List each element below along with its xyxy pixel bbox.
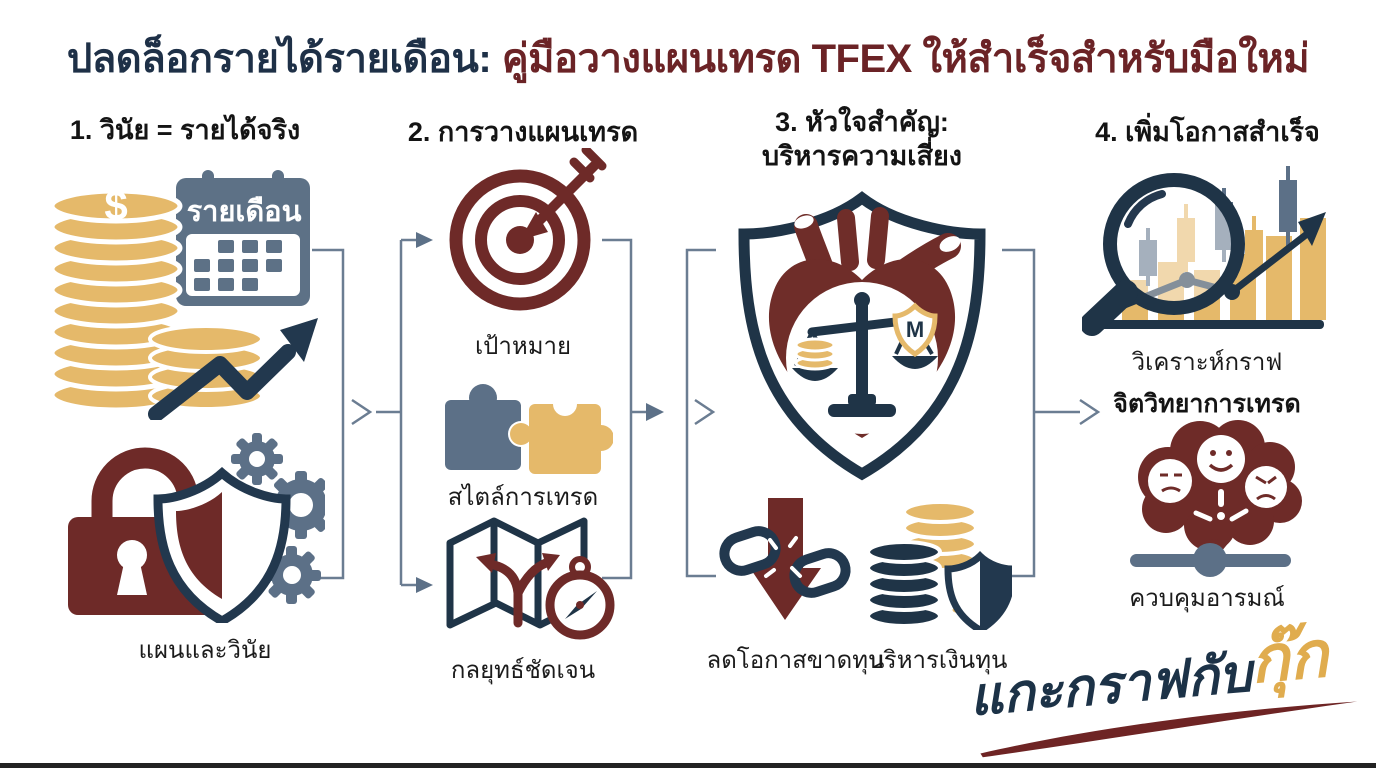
angry-face-icon	[1245, 466, 1287, 508]
chart-analysis-label: วิเคราะห์กราฟ	[1131, 349, 1283, 376]
column1-caption: แผนและวินัย	[138, 637, 272, 664]
emotion-control-label: ควบคุมอารมณ์	[1129, 585, 1285, 612]
money-shield-icon	[944, 551, 1012, 630]
brand-signature: แกะกราฟกับกุ๊ก	[965, 608, 1374, 760]
trend-line	[1108, 212, 1326, 314]
magnifier-chart-icon	[1082, 166, 1326, 336]
calendar-label: รายเดือน	[187, 196, 302, 228]
break-sparks	[764, 536, 802, 578]
title-part-navy: ปลดล็อกรายได้รายเดือน:	[66, 37, 492, 81]
capital-coins-shield-icon	[866, 500, 1012, 630]
happy-face-icon	[1197, 435, 1245, 483]
signature-main: แกะกราฟกับ	[967, 644, 1254, 728]
page-title: ปลดล็อกรายได้รายเดือน: คู่มือวางแผนเทรด …	[0, 26, 1376, 90]
goal-label: เป้าหมาย	[474, 333, 572, 360]
strategy-label: กลยุทธ์ชัดเจน	[450, 657, 596, 684]
emotion-slider-icon	[1130, 543, 1291, 577]
growth-arrow-icon	[148, 318, 318, 420]
broken-chain-loss-icon	[719, 498, 851, 620]
route-arrows-icon	[476, 553, 560, 628]
magnifier-icon	[1082, 173, 1245, 336]
puzzle-pieces-icon	[445, 384, 613, 474]
column1-header: 1. วินัย = รายได้จริง	[69, 115, 301, 145]
column4-header: 4. เพิ่มโอกาสสำเร็จ	[1095, 117, 1320, 147]
gears-icon	[231, 433, 325, 604]
coins-on-scale-icon	[794, 337, 836, 371]
reduce-loss-label: ลดโอกาสขาดทุน	[706, 647, 885, 674]
money-management-label: บริหารเงินทุน	[868, 647, 1008, 674]
column3-header-line2: บริหารความเสี่ยง	[762, 141, 962, 171]
map-compass-icon	[446, 517, 615, 640]
heart-shield-balance-icon: M	[738, 191, 986, 481]
alert-mark	[1193, 489, 1249, 522]
brain-emotions-icon	[1138, 420, 1302, 563]
signature-underline-swoosh	[980, 701, 1358, 758]
monthly-calendar-icon: รายเดือน	[176, 168, 310, 306]
lock-shield-gears-icon	[68, 433, 325, 623]
coins-calendar-arrow-icon: รายเดือน $	[49, 168, 318, 420]
target-dart-icon	[449, 148, 607, 311]
bottom-strip	[0, 763, 1376, 768]
m-letter: M	[906, 317, 924, 342]
dart-icon	[520, 148, 607, 240]
title-part-red: คู่มือวางแผนเทรด TFEX ให้สำเร็จสำหรับมือ…	[501, 37, 1310, 81]
shield-outline-icon	[738, 191, 986, 481]
arrowheads	[416, 232, 664, 593]
balance-scale-icon	[792, 292, 938, 417]
signature-accent: กุ๊ก	[1247, 618, 1331, 697]
sad-face-icon	[1148, 459, 1192, 503]
column3-header-line1: 3. หัวใจสำคัญ:	[775, 107, 949, 137]
shield-icon	[153, 466, 291, 623]
column2-header: 2. การวางแผนเทรด	[407, 117, 639, 147]
m-shield-icon: M	[892, 302, 938, 357]
dollar-symbol: $	[104, 182, 127, 229]
trading-style-label: สไตล์การเทรด	[447, 484, 599, 511]
trading-psychology-heading: จิตวิทยาการเทรด	[1113, 390, 1301, 418]
compass-icon	[545, 556, 615, 640]
